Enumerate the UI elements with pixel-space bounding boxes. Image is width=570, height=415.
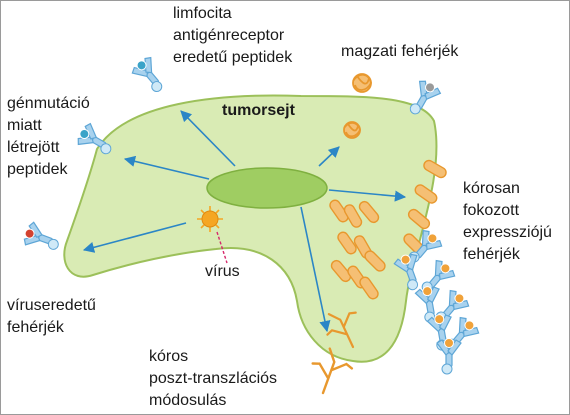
protein-bean-icon	[343, 204, 363, 228]
fetal-protein-icon	[352, 73, 372, 93]
protein-bean-icon	[329, 199, 349, 223]
mhc-receptor-icon	[393, 253, 419, 291]
branched-glycan-icon	[326, 311, 357, 349]
fetal-proteins-outside	[352, 73, 372, 93]
protein-bean-icon	[364, 250, 386, 272]
protein-bean-icon	[414, 184, 438, 204]
label-overexpressed-proteins: kórosan fokozott expressziójú fehérjék	[463, 180, 552, 263]
label-lymphocyte-peptides: limfocita antigénreceptor eredetű peptid…	[173, 5, 293, 66]
fetal-protein-icon	[343, 121, 361, 139]
label-ptm: kóros poszt-transzlációs módosulás	[149, 348, 278, 409]
label-fetal-proteins: magzati fehérjék	[341, 43, 459, 60]
arrow-to-overexpressed	[328, 189, 407, 202]
protein-bean-icon	[359, 276, 379, 300]
protein-bean-icon	[337, 231, 357, 255]
virus-icon	[197, 206, 223, 232]
tumor-cell-body	[63, 94, 438, 363]
nucleus	[206, 167, 328, 209]
mhc-receptor-icon	[23, 221, 59, 250]
protein-bean-icon	[330, 259, 352, 283]
protein-bean-icon	[358, 200, 380, 224]
cytoplasm-proteins	[329, 159, 447, 300]
mhc-receptor-icon	[131, 56, 163, 93]
arrows	[82, 110, 407, 333]
virus-label-link	[216, 231, 228, 264]
label-virus: vírus	[205, 263, 240, 280]
mhc-receptor-icon	[409, 80, 442, 115]
mhc-receptor-icon	[77, 122, 112, 155]
protein-bean-icon	[407, 208, 431, 230]
branched-glycan-icon	[311, 347, 354, 395]
arrow-to-fetal	[318, 146, 340, 167]
label-mutation-peptides: génmutáció miatt létrejött peptidek	[7, 95, 90, 178]
arrow-to-mutation	[123, 155, 210, 180]
arrow-to-ptm	[300, 206, 331, 333]
mhc-receptor-icon	[436, 338, 462, 375]
surface-receptors	[23, 56, 480, 375]
cell-title: tumorsejt	[222, 102, 295, 119]
label-viral-proteins: víruseredetű fehérjék	[7, 297, 96, 336]
ptm-glycans	[311, 311, 357, 395]
arrow-to-lymphocyte	[180, 110, 236, 167]
arrow-to-viral	[82, 222, 187, 253]
protein-bean-icon	[423, 159, 447, 179]
